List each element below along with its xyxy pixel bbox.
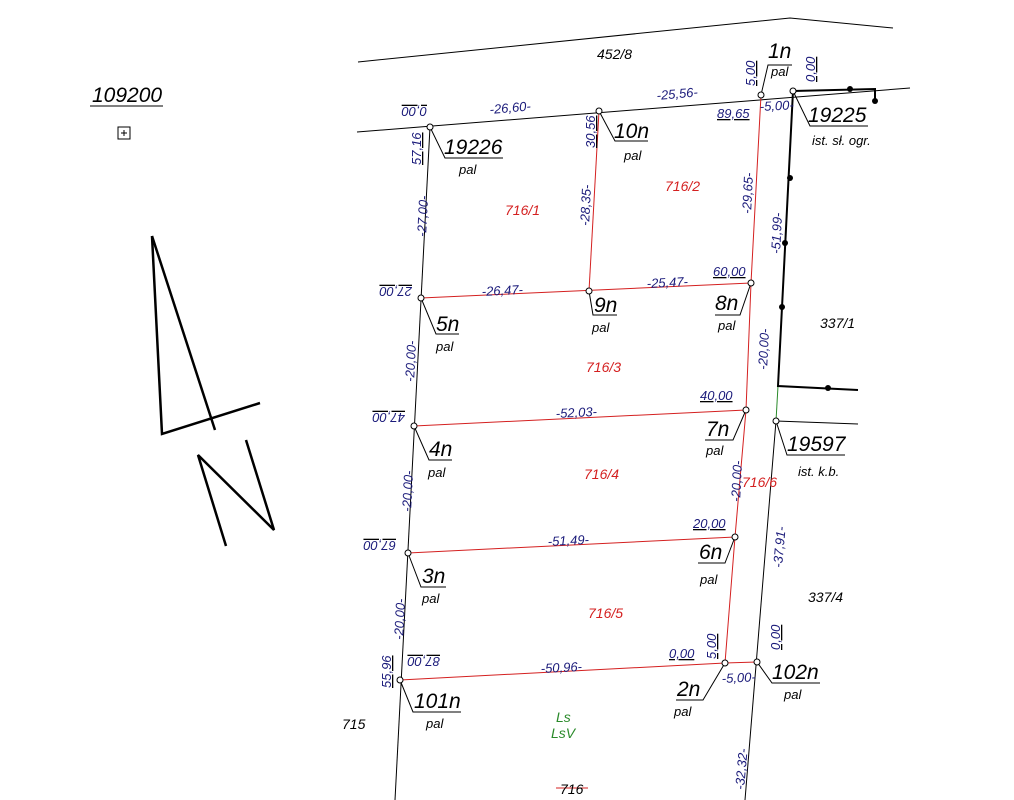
point-type: pal xyxy=(435,339,454,354)
survey-points xyxy=(399,64,868,713)
chainage: 40,00 xyxy=(700,388,733,403)
point-id: 102n xyxy=(772,661,819,684)
parcel-number: 716/4 xyxy=(584,466,619,482)
parcel-number: 716/2 xyxy=(665,178,700,194)
parcel-number: 337/4 xyxy=(808,589,843,605)
distance: -28,35- xyxy=(577,184,594,227)
chainage: 87,00 xyxy=(407,654,440,669)
distance: -20,00- xyxy=(755,328,772,371)
point-type: pal xyxy=(458,162,477,177)
distance: -26,47- xyxy=(481,282,524,299)
point-id: 9n xyxy=(594,294,617,317)
point-type: pal xyxy=(770,64,789,79)
distance: -27,00- xyxy=(414,195,431,238)
point-id: 19597 xyxy=(787,433,847,456)
point-type: pal xyxy=(783,687,802,702)
chainage: 47,00 xyxy=(372,410,405,425)
distance: -29,65- xyxy=(739,172,756,215)
point-type: pal xyxy=(699,572,718,587)
distance: -20,00- xyxy=(402,340,419,383)
chainage: 20,00 xyxy=(692,516,726,531)
point-type: ist. sł. ogr. xyxy=(812,133,871,148)
chainage-labels: 0,00 57,16 30,56 5,00 0,00 89,65 27,00 6… xyxy=(363,56,818,688)
parcel-number: 452/8 xyxy=(597,46,632,62)
point-type: pal xyxy=(623,148,642,163)
land-use: LsV xyxy=(551,725,577,741)
point-type: pal xyxy=(425,716,444,731)
point-markers xyxy=(396,87,797,684)
distance: -5,00- xyxy=(759,97,794,114)
point-id: 7n xyxy=(706,418,729,441)
distance: -25,47- xyxy=(646,274,689,291)
parcel-number: 716/6 xyxy=(742,474,777,490)
point-type: pal xyxy=(427,465,446,480)
chainage: 89,65 xyxy=(717,106,750,121)
point-type: pal xyxy=(705,443,724,458)
chainage: 55,96 xyxy=(379,655,394,688)
chainage: 30,56 xyxy=(583,115,598,148)
point-type: pal xyxy=(591,320,610,335)
grid-cross-icon xyxy=(117,126,131,140)
distance: -51,99- xyxy=(768,212,785,255)
point-id: 4n xyxy=(429,438,452,461)
chainage: 0,00 xyxy=(669,646,695,661)
boundary-markers xyxy=(779,86,878,391)
parcel-number: 716/5 xyxy=(588,605,623,621)
chainage: 5,00 xyxy=(704,633,719,659)
distance-labels: -26,60- -25,56- -27,00- -28,35- -29,65- … xyxy=(391,84,795,790)
point-type: pal xyxy=(673,704,692,719)
point-id: 3n xyxy=(422,565,445,588)
point-labels: 19226 pal 10n pal 1n pal 19225 ist. sł. … xyxy=(414,40,871,731)
parcel-number: 337/1 xyxy=(820,315,855,331)
point-id: 6n xyxy=(699,541,722,564)
sheet-number: 109200 xyxy=(92,84,162,107)
point-id: 19226 xyxy=(444,136,503,159)
old-parcel-number: 716 xyxy=(560,781,584,797)
north-arrow-icon xyxy=(150,235,276,547)
parcel-number: 716/1 xyxy=(505,202,540,218)
point-type: pal xyxy=(717,318,736,333)
chainage: 0,00 xyxy=(768,624,783,650)
distance: -20,00- xyxy=(728,460,745,503)
chainage: 0,00 xyxy=(401,104,427,119)
chainage: 67,00 xyxy=(363,538,396,553)
point-id: 101n xyxy=(414,690,461,713)
distance: -20,00- xyxy=(399,470,416,513)
chainage: 27,00 xyxy=(379,284,413,299)
point-id: 10n xyxy=(614,120,649,143)
distance: -26,60- xyxy=(489,98,532,117)
land-use: Ls xyxy=(556,709,571,725)
point-type: pal xyxy=(421,591,440,606)
point-id: 2n xyxy=(676,678,700,701)
point-id: 1n xyxy=(768,40,791,63)
boundaries xyxy=(356,17,911,800)
chainage: 5,00 xyxy=(743,60,758,86)
point-id: 19225 xyxy=(808,104,867,127)
point-id: 8n xyxy=(715,292,738,315)
distance: -5,00- xyxy=(721,669,756,686)
distance: -37,91- xyxy=(770,525,789,568)
distance: -51,49- xyxy=(547,532,590,549)
chainage: 0,00 xyxy=(803,56,818,82)
distance: -50,96- xyxy=(540,659,583,676)
parcel-number: 715 xyxy=(342,716,366,732)
chainage: 57,16 xyxy=(409,132,424,165)
chainage: 60,00 xyxy=(713,264,746,279)
point-type: ist. k.b. xyxy=(798,464,839,479)
point-id: 5n xyxy=(436,313,459,336)
distance: -25,56- xyxy=(656,84,699,103)
distance: -52,03- xyxy=(555,404,598,421)
distance: -20,00- xyxy=(391,598,408,641)
distance: -32,32- xyxy=(732,747,751,790)
parcel-labels: 716/1 716/2 716/3 716/4 716/5 716/6 452/… xyxy=(342,46,855,797)
parcel-number: 716/3 xyxy=(586,359,621,375)
